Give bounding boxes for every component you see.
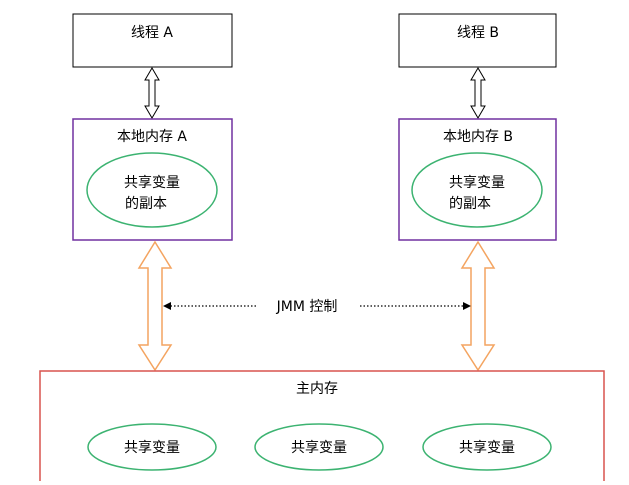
local-memory-a: 本地内存 A 共享变量 的副本 xyxy=(72,118,233,241)
thread-b-local-arrow xyxy=(470,67,486,119)
shared-var-copy-b-line1: 共享变量 xyxy=(449,174,505,191)
local-a-main-arrow xyxy=(137,240,173,372)
main-memory: 主内存 共享变量 共享变量 共享变量 xyxy=(39,370,605,481)
thread-b: 线程 B xyxy=(398,13,557,68)
shared-var-2 xyxy=(254,423,384,471)
thread-b-label: 线程 B xyxy=(457,25,499,41)
local-memory-b-title: 本地内存 B xyxy=(443,129,513,145)
local-b-main-arrow xyxy=(460,240,496,372)
shared-var-2-label: 共享变量 xyxy=(291,439,347,456)
shared-var-copy-a-line2: 的副本 xyxy=(125,196,167,212)
shared-var-3 xyxy=(422,423,552,471)
jmm-control-connector: JMM 控制 xyxy=(163,299,471,315)
shared-var-1 xyxy=(87,423,217,471)
shared-var-copy-b xyxy=(411,152,543,228)
local-memory-a-title: 本地内存 A xyxy=(117,129,187,145)
thread-a-label: 线程 A xyxy=(131,25,173,41)
local-memory-b: 本地内存 B 共享变量 的副本 xyxy=(398,118,557,241)
shared-var-1-label: 共享变量 xyxy=(124,439,180,456)
main-memory-title: 主内存 xyxy=(296,381,338,397)
jmm-control-label: JMM 控制 xyxy=(276,299,338,315)
shared-var-3-label: 共享变量 xyxy=(459,439,515,456)
shared-var-copy-a xyxy=(86,152,218,228)
thread-a: 线程 A xyxy=(72,13,233,68)
shared-var-copy-b-line2: 的副本 xyxy=(449,196,491,212)
shared-var-copy-a-line1: 共享变量 xyxy=(124,174,180,191)
thread-a-local-arrow xyxy=(144,67,160,119)
